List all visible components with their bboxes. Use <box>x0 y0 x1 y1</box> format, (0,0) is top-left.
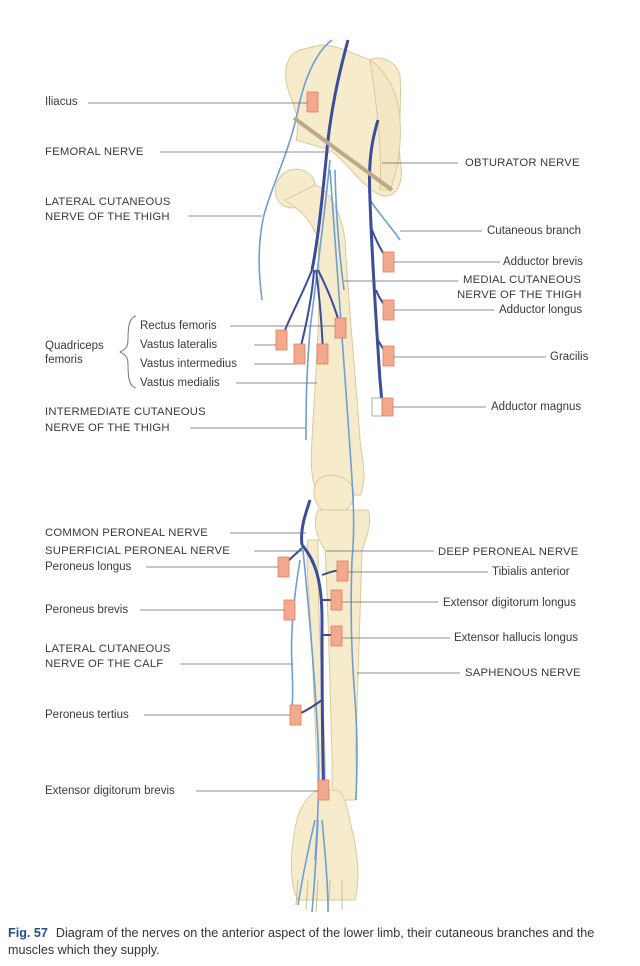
saphenous-nerve-label: SAPHENOUS NERVE <box>465 667 581 679</box>
vastus-intermedius-label: Vastus intermedius <box>140 358 237 370</box>
iliacus-marker <box>306 91 319 113</box>
adductor-magnus-label: Adductor magnus <box>491 401 582 413</box>
vastus-medialis-marker <box>316 343 329 365</box>
tibialis-anterior-label: Tibialis anterior <box>492 566 570 578</box>
medial-cutaneous-thigh-path <box>334 169 345 291</box>
peroneus-tertius-label: Peroneus tertius <box>45 709 129 721</box>
extensor-hallucis-longus-marker <box>330 625 343 647</box>
intermediate-cutaneous-thigh-label-1: INTERMEDIATE CUTANEOUS <box>45 406 206 418</box>
figure-number: Fig. 57 <box>8 926 48 940</box>
adductor-magnus-marker-2 <box>381 397 394 417</box>
superficial-peroneal-label: SUPERFICIAL PERONEAL NERVE <box>45 545 230 557</box>
common-peroneal-label: COMMON PERONEAL NERVE <box>45 527 209 539</box>
saphenous-nerve-path <box>329 169 358 801</box>
obturator-cutaneous-branch-path <box>369 199 401 241</box>
rectus-femoris-marker <box>334 317 347 339</box>
quadriceps-brace <box>118 315 137 389</box>
medial-cutaneous-thigh-label-1: MEDIAL CUTANEOUS <box>463 274 582 286</box>
foot-cutaneous-branches <box>297 819 329 913</box>
cutaneous-nerves <box>258 39 401 913</box>
quadriceps-label-2: femoris <box>45 354 83 366</box>
obturator-nerve-path <box>367 119 384 413</box>
peroneus-brevis-marker <box>283 599 296 621</box>
peroneus-longus-marker <box>277 556 290 578</box>
bones <box>274 44 402 913</box>
vastus-lateralis-label: Vastus lateralis <box>140 339 218 351</box>
vastus-intermedius-marker <box>293 343 306 365</box>
femur-bone <box>284 184 365 496</box>
leader-lines <box>88 102 546 792</box>
peroneus-brevis-label: Peroneus brevis <box>45 604 129 616</box>
obturator-nerve-label: OBTURATOR NERVE <box>465 157 580 169</box>
adductor-brevis-marker <box>382 251 395 273</box>
patella-bone <box>313 474 355 515</box>
common-peroneal-path <box>300 499 312 546</box>
lateral-cutaneous-calf-label-1: LATERAL CUTANEOUS <box>45 643 171 655</box>
tibialis-anterior-marker <box>336 560 349 582</box>
adductor-magnus-marker <box>371 397 383 417</box>
adductor-longus-marker <box>382 299 395 321</box>
extensor-digitorum-brevis-label: Extensor digitorum brevis <box>45 785 175 797</box>
adductor-longus-label: Adductor longus <box>499 304 583 316</box>
deep-peroneal-label: DEEP PERONEAL NERVE <box>438 546 579 558</box>
femoral-nerve-label: FEMORAL NERVE <box>45 146 144 158</box>
lateral-cutaneous-thigh-path <box>258 39 333 301</box>
peroneus-longus-label: Peroneus longus <box>45 561 132 573</box>
intermediate-cutaneous-thigh-path <box>305 159 331 441</box>
extensor-digitorum-longus-marker <box>330 589 343 611</box>
lateral-cutaneous-thigh-label-1: LATERAL CUTANEOUS <box>45 196 171 208</box>
inguinal-ligament <box>292 116 394 192</box>
peroneus-tertius-marker <box>289 704 302 726</box>
pelvis-bone <box>285 44 402 197</box>
superficial-peroneal-path <box>302 549 320 861</box>
adductor-brevis-label: Adductor brevis <box>503 256 583 268</box>
gracilis-label: Gracilis <box>550 351 589 363</box>
lateral-cutaneous-calf-path <box>290 559 301 706</box>
rectus-femoris-label: Rectus femoris <box>140 320 217 332</box>
femoral-nerve-path <box>310 39 350 271</box>
medial-cutaneous-thigh-label-2: NERVE OF THE THIGH <box>457 289 582 301</box>
deep-peroneal-path <box>300 544 326 801</box>
iliacus-label: Iliacus <box>45 96 78 108</box>
lateral-cutaneous-thigh-label-2: NERVE OF THE THIGH <box>45 211 170 223</box>
cutaneous-branch-label: Cutaneous branch <box>487 225 581 237</box>
figure-caption-text: Diagram of the nerves on the anterior as… <box>8 926 595 957</box>
intermediate-cutaneous-thigh-label-2: NERVE OF THE THIGH <box>45 422 170 434</box>
quadriceps-label-1: Quadriceps <box>45 340 104 352</box>
gracilis-marker <box>382 345 395 367</box>
extensor-digitorum-brevis-marker <box>317 779 330 801</box>
lateral-cutaneous-calf-label-2: NERVE OF THE CALF <box>45 658 164 670</box>
extensor-digitorum-longus-label: Extensor digitorum longus <box>443 597 576 609</box>
vastus-medialis-label: Vastus medialis <box>140 377 220 389</box>
extensor-hallucis-longus-label: Extensor hallucis longus <box>454 632 579 644</box>
vastus-lateralis-marker <box>275 329 288 351</box>
